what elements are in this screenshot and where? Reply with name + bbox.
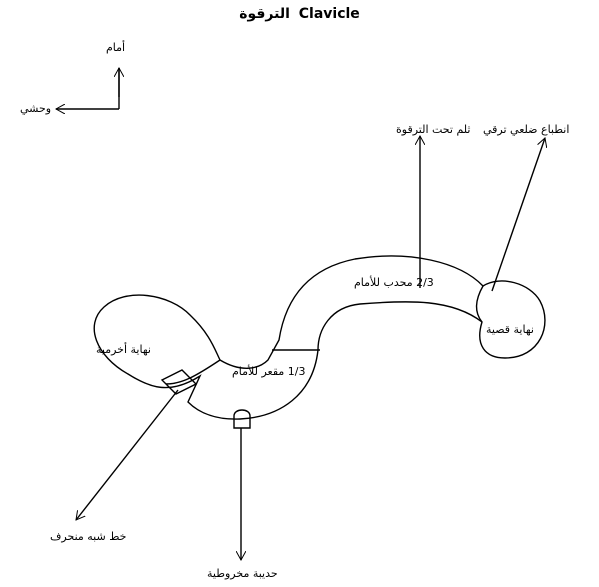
sternal-end-boundary [475, 285, 484, 323]
conoid-tubercle-shape [233, 409, 251, 429]
conoid-tubercle-label: حديبة مخروطية [207, 567, 278, 580]
title-arabic: الترقوة [239, 6, 290, 22]
acromial-end-label: نهاية أخرمية [96, 343, 151, 356]
medial-two-thirds-label: 2/3 محدب للأمام [354, 276, 434, 289]
costoclavicular-label: انطباع ضلعي ترقي [483, 123, 570, 136]
trapezoid-line-arrow [76, 389, 179, 520]
lateral-third-label: 1/3 مقعر للأمام [232, 365, 306, 378]
sternal-end-label: نهاية قصية [486, 323, 534, 336]
subclavian-groove-label: ثلم تحت الترقوة [396, 123, 471, 136]
orientation-anterior-label: أمام [106, 41, 126, 54]
diagram-title: الترقوة Clavicle [0, 6, 599, 22]
orientation-medial-label: وحشي [20, 102, 52, 115]
costoclavicular-arrow [491, 138, 545, 292]
title-english: Clavicle [298, 6, 360, 22]
trapezoid-line-shape [160, 369, 198, 395]
clavicle-outline [93, 255, 546, 420]
trapezoid-line-label: خط شبه منحرف [50, 530, 127, 543]
